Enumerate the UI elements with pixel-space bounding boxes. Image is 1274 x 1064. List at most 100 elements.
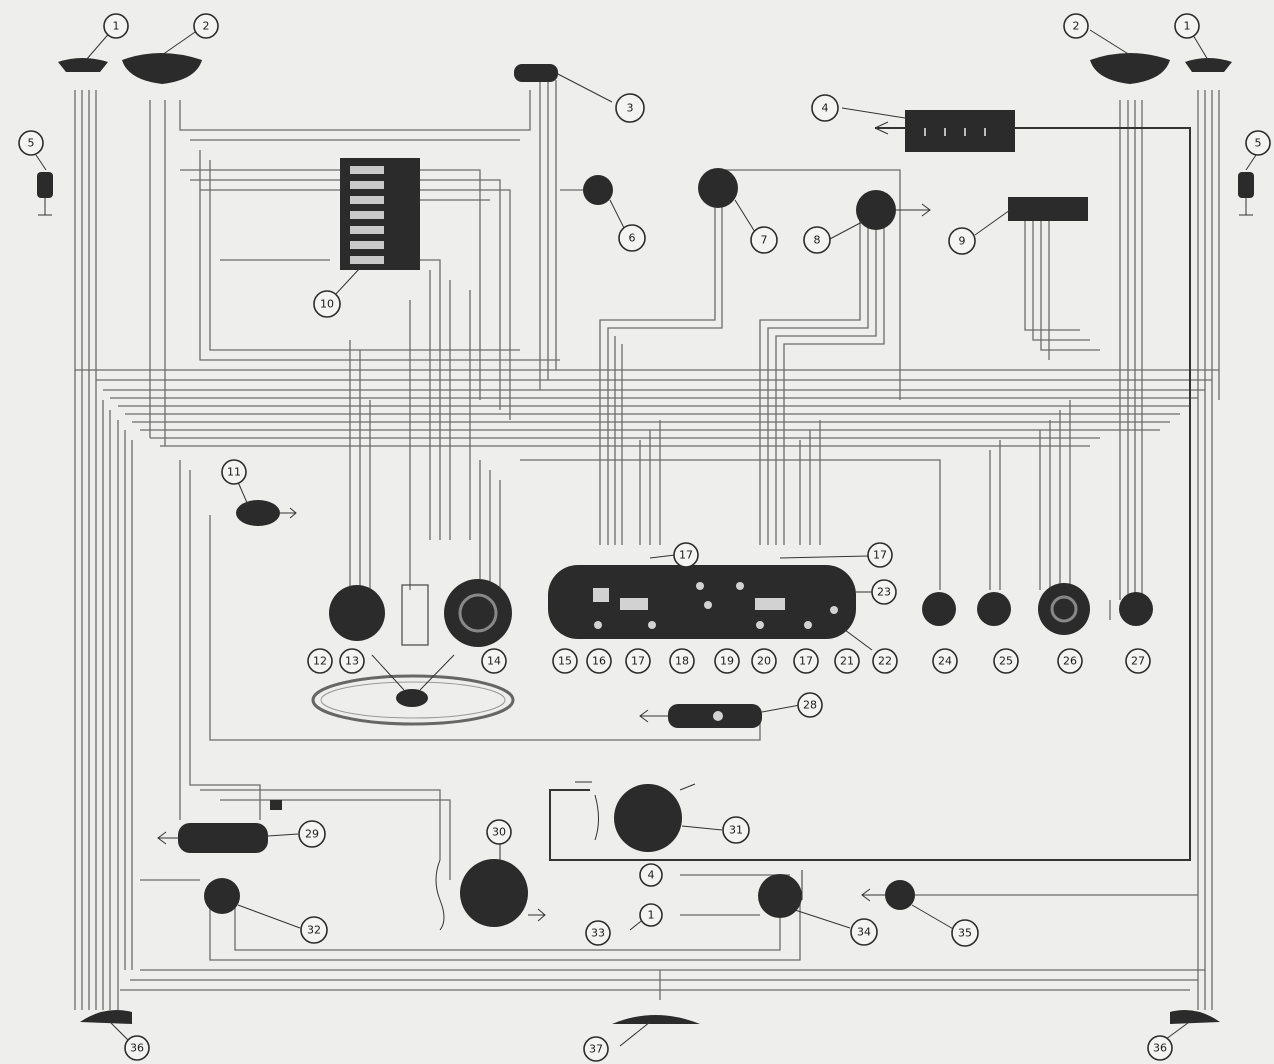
callout-label: 7 [761, 234, 768, 247]
callout-32: 32 [300, 916, 328, 944]
callout-16: 16 [586, 648, 612, 674]
side-indicator-right [1238, 172, 1254, 198]
callout-label: 17 [873, 549, 887, 562]
headlamp-right-outer [1185, 58, 1232, 72]
callout-label: 5 [1255, 137, 1262, 150]
callout-18: 18 [669, 648, 695, 674]
callout-26: 26 [1057, 648, 1083, 674]
callout-label: 5 [28, 137, 35, 150]
callout-label: 17 [799, 655, 813, 668]
callout-label: 17 [679, 549, 693, 562]
callout-label: 8 [814, 234, 821, 247]
wiper-motor [698, 168, 738, 208]
callout-label: 15 [558, 655, 572, 668]
callout-1-right: 1 [1174, 13, 1200, 39]
callout-label: 28 [803, 699, 817, 712]
headlamp-left-outer [58, 58, 108, 72]
callout-label: 10 [320, 298, 334, 311]
horn-button [396, 689, 428, 707]
callout-17-right: 17 [867, 542, 893, 568]
callout-15: 15 [552, 648, 578, 674]
rear-lamp-left [80, 1009, 132, 1024]
voltage-regulator [905, 110, 1015, 152]
side-indicator-left [37, 172, 53, 198]
callout-34: 34 [850, 918, 878, 946]
callout-label: 37 [589, 1043, 603, 1056]
callout-14: 14 [481, 648, 507, 674]
callout-label: 24 [938, 655, 952, 668]
callout-label: 1 [648, 909, 655, 922]
callout-31: 31 [722, 816, 750, 844]
callout-label: 4 [822, 102, 829, 115]
callout-label: 23 [877, 586, 891, 599]
callout-22: 22 [872, 648, 898, 674]
callout-label: 29 [305, 828, 319, 841]
wiring-harness [74, 80, 1220, 1010]
callout-35: 35 [951, 919, 979, 947]
horn-button-11 [236, 500, 280, 526]
callout-13: 13 [339, 648, 365, 674]
callout-30: 30 [486, 819, 512, 845]
callout-28: 28 [797, 692, 823, 718]
callout-20: 20 [751, 648, 777, 674]
callout-label: 31 [729, 824, 743, 837]
callout-label: 16 [592, 655, 606, 668]
connector-block-9 [1008, 197, 1088, 221]
callout-12: 12 [307, 648, 333, 674]
callout-label: 12 [313, 655, 327, 668]
starter-motor-31 [614, 784, 682, 852]
rear-lamp-right [1170, 1009, 1220, 1024]
coil-34 [758, 874, 802, 918]
callout-1-bottom: 1 [639, 903, 663, 927]
callout-4: 4 [811, 94, 839, 122]
callout-label: 4 [648, 869, 655, 882]
components [37, 53, 1254, 1024]
callout-4-bottom: 4 [639, 863, 663, 887]
callout-6: 6 [618, 224, 646, 252]
callout-10: 10 [313, 290, 341, 318]
callout-label: 19 [720, 655, 734, 668]
callout-label: 22 [878, 655, 892, 668]
callout-label: 20 [757, 655, 771, 668]
callout-label: 36 [130, 1042, 144, 1055]
callout-29: 29 [298, 820, 326, 848]
callout-5-right: 5 [1245, 130, 1271, 156]
callout-23-top: 23 [871, 579, 897, 605]
headlamp-right-inner [1090, 53, 1170, 84]
callout-36-left: 36 [124, 1035, 150, 1061]
callout-2-left: 2 [193, 13, 219, 39]
callout-8: 8 [803, 226, 831, 254]
ignition-switch [329, 585, 385, 641]
callout-17-left: 17 [673, 542, 699, 568]
callout-label: 25 [999, 655, 1013, 668]
callout-label: 21 [840, 655, 854, 668]
callout-21: 21 [834, 648, 860, 674]
steering-wheel [311, 674, 515, 726]
callout-label: 2 [203, 20, 210, 33]
callout-label: 3 [627, 102, 634, 115]
steering-column [401, 584, 429, 646]
callout-19: 19 [714, 648, 740, 674]
callout-label: 36 [1153, 1042, 1167, 1055]
callout-37: 37 [583, 1036, 609, 1062]
callout-33: 33 [585, 920, 611, 946]
callout-label: 17 [631, 655, 645, 668]
callout-label: 1 [113, 20, 120, 33]
callout-9: 9 [948, 227, 976, 255]
callout-label: 35 [958, 927, 972, 940]
callout-24: 24 [932, 648, 958, 674]
warning-lamp-24 [922, 592, 956, 626]
flasher-unit [856, 190, 896, 230]
relay-29 [178, 823, 268, 853]
callout-7: 7 [750, 226, 778, 254]
callout-17-bottom-b: 17 [793, 648, 819, 674]
callout-1-left: 1 [103, 13, 129, 39]
callout-2-right: 2 [1063, 13, 1089, 39]
stop-light-switch [583, 175, 613, 205]
callout-label: 34 [857, 926, 871, 939]
warning-lamp-25 [977, 592, 1011, 626]
instrument-cluster [548, 565, 856, 639]
callout-17-bottom: 17 [625, 648, 651, 674]
callout-label: 1 [1184, 20, 1191, 33]
